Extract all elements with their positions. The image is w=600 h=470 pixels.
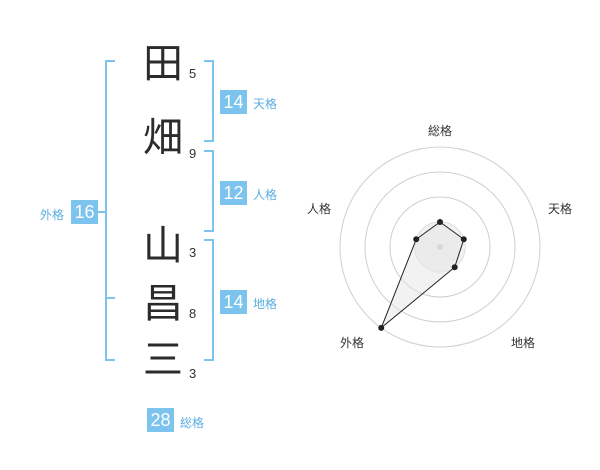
- stroke-count-2: 9: [189, 146, 197, 161]
- radar-point: [460, 236, 467, 243]
- jinkaku-bracket: [204, 150, 214, 232]
- radar-point: [378, 324, 385, 331]
- name-char-1: 田: [143, 41, 183, 87]
- radar-axis-label-tenkaku: 天格: [548, 202, 573, 216]
- jinkaku-label: 人格: [253, 188, 278, 202]
- radar-point: [437, 219, 443, 225]
- gaikaku-bracket: [105, 60, 115, 361]
- gaikaku-label: 外格: [40, 208, 65, 222]
- name-char-5: 三: [143, 337, 183, 383]
- chikaku-label: 地格: [253, 297, 278, 311]
- radar-grid-ring: [389, 196, 491, 298]
- tenkaku-label: 天格: [253, 97, 278, 111]
- jinkaku-badge: 12: [220, 181, 247, 205]
- radar-shape: [380, 221, 465, 329]
- radar-grid-ring: [339, 146, 541, 348]
- tenkaku-bracket: [204, 60, 214, 142]
- radar-axis-label-gaikaku: 外格: [340, 336, 365, 350]
- soukaku-badge: 28: [147, 408, 174, 432]
- soukaku-label: 総格: [180, 416, 205, 430]
- stroke-count-1: 5: [189, 66, 197, 81]
- radar-axis-label-jinkaku: 人格: [307, 202, 332, 216]
- radar-center-dot: [437, 244, 443, 250]
- chikaku-bracket: [204, 239, 214, 361]
- radar-point: [451, 264, 458, 271]
- radar-axis-label-soukaku: 総格: [428, 124, 453, 138]
- name-char-4: 昌: [143, 281, 183, 327]
- gaikaku-bracket-mid-tick: [105, 297, 115, 299]
- name-char-2: 畑: [143, 115, 183, 161]
- radar-point: [413, 236, 420, 243]
- name-char-3: 山: [143, 223, 183, 269]
- gaikaku-badge: 16: [71, 200, 98, 224]
- stroke-count-3: 3: [189, 245, 197, 260]
- radar-axis-label-chikaku: 地格: [511, 336, 536, 350]
- tenkaku-badge: 14: [220, 90, 247, 114]
- stroke-count-4: 8: [189, 306, 197, 321]
- chikaku-badge: 14: [220, 290, 247, 314]
- radar-grid-ring: [364, 171, 516, 323]
- stroke-count-5: 3: [189, 366, 197, 381]
- gaikaku-bracket-arm: [98, 211, 106, 213]
